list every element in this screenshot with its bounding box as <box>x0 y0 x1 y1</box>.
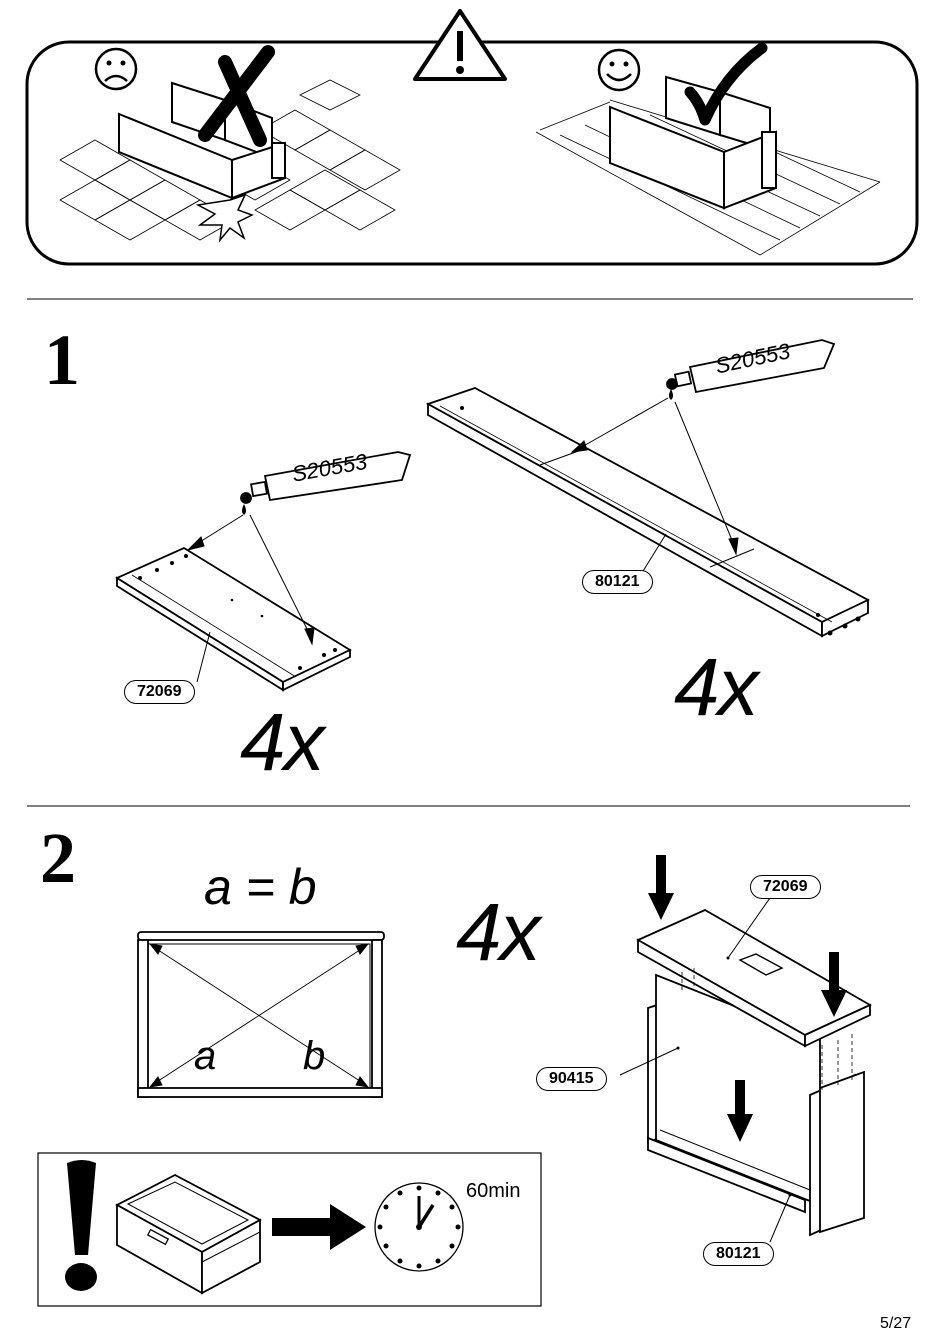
glue-arrows-left <box>186 514 315 683</box>
part-label-90415: 90415 <box>536 1067 607 1091</box>
step-2-number: 2 <box>40 818 76 898</box>
glue-tube-right <box>666 339 836 394</box>
clock-icon <box>374 1182 464 1272</box>
page-number: 5/27 <box>880 1315 912 1332</box>
check-mark-icon <box>684 42 768 126</box>
board-72069 <box>115 546 352 692</box>
board-72069-holes <box>138 554 337 670</box>
smiley-face-icon <box>597 48 641 92</box>
cross-mark-icon <box>198 45 275 147</box>
guide-lines <box>681 968 853 1090</box>
part-label-80121-step1: 80121 <box>582 570 653 594</box>
break-splinter <box>195 193 254 243</box>
part-label-72069-step1: 72069 <box>124 680 195 704</box>
top-board-72069 <box>636 908 872 1048</box>
glue-tube-left <box>240 451 412 504</box>
cabinet-good <box>609 75 777 210</box>
board-80121-holes <box>460 406 861 636</box>
diagonal-label-a: a <box>194 1034 217 1078</box>
sad-face-icon <box>94 47 138 91</box>
quantity-left-step1: 4x <box>240 697 325 788</box>
drying-time-label: 60min <box>466 1180 521 1202</box>
warning-triangle-icon <box>413 9 507 81</box>
quantity-step2: 4x <box>456 887 541 978</box>
diagonals <box>148 943 370 1088</box>
quantity-right-step1: 4x <box>674 642 759 733</box>
glue-drop-left <box>242 504 246 515</box>
glue-arrows-right <box>570 397 739 577</box>
step-1-number: 1 <box>44 320 80 400</box>
glue-drop-right <box>669 389 673 400</box>
arrow-down-left <box>648 855 674 920</box>
diagonal-label-b: b <box>303 1034 326 1078</box>
arrow-down-middle <box>727 1080 753 1142</box>
warning-panel-frame <box>25 9 919 266</box>
arrow-right-icon <box>272 1204 366 1250</box>
diagonal-equation: a = b <box>204 859 317 915</box>
part-label-80121-step2: 80121 <box>703 1242 774 1266</box>
arrow-down-right <box>821 952 847 1017</box>
leader-lines <box>619 894 791 1243</box>
part-label-72069-step2: 72069 <box>750 875 821 899</box>
exclamation-icon <box>65 1160 97 1291</box>
drawer-drawing <box>115 1173 262 1295</box>
warning-panel <box>0 0 950 280</box>
